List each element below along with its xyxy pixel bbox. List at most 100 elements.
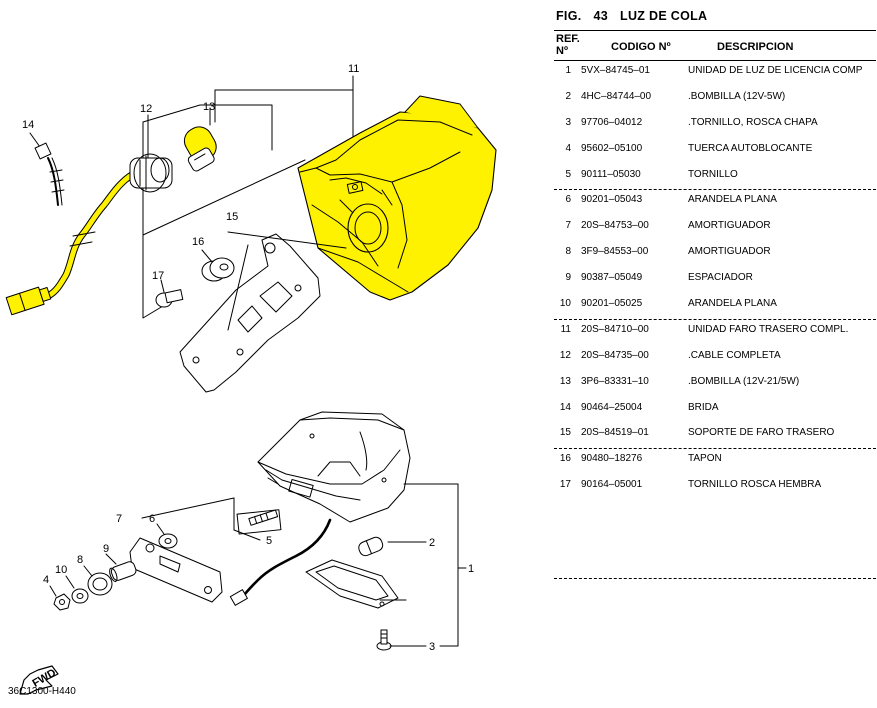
row-desc: .BOMBILLA (12V-21/5W)	[688, 375, 800, 387]
callout-15: 15	[226, 211, 238, 223]
figure-code: 36C1300-H440	[8, 686, 76, 697]
row-code: 20S–84753–00	[581, 220, 649, 232]
row-desc: TUERCA AUTOBLOCANTE	[688, 142, 813, 154]
row-desc: AMORTIGUADOR	[688, 246, 771, 258]
callout-7: 7	[116, 513, 122, 525]
row-desc: .CABLE COMPLETA	[688, 349, 781, 361]
row-code: 90480–18276	[581, 453, 643, 465]
callout-16: 16	[192, 236, 204, 248]
table-row: 11 20S–84710–00 UNIDAD FARO TRASERO COMPL.	[554, 324, 874, 350]
screw-3	[376, 629, 392, 651]
figure-title: FIG. 43 LUZ DE COLA	[556, 9, 707, 23]
washer-10	[65, 575, 89, 604]
table-header-rule	[554, 60, 876, 61]
row-ref: 9	[565, 272, 571, 284]
figure-label: FIG.	[556, 9, 582, 23]
row-code: 20S–84710–00	[581, 323, 649, 335]
row-code: 90111–05030	[581, 168, 641, 180]
bolt-5	[236, 509, 282, 535]
callout-4: 4	[43, 574, 49, 586]
row-ref: 6	[565, 194, 571, 206]
row-desc: TORNILLO ROSCA HEMBRA	[688, 479, 822, 491]
group-divider-2	[554, 319, 876, 320]
leader-lines-1-2-3	[379, 483, 467, 647]
row-ref: 4	[565, 142, 571, 154]
row-code: 5VX–84745–01	[581, 65, 650, 76]
callout-9: 9	[103, 543, 109, 555]
license-lamp-1	[305, 559, 399, 609]
row-code: 97706–04012	[581, 116, 643, 128]
tail-lamp-housing-11	[297, 95, 497, 301]
tail-lamp-stay-15	[179, 231, 347, 393]
group-divider-3	[554, 448, 876, 449]
row-desc: UNIDAD FARO TRASERO COMPL.	[688, 323, 849, 335]
header-description: DESCRIPCION	[717, 41, 794, 53]
bulb-2	[358, 536, 384, 557]
row-code: 3F9–84553–00	[581, 246, 649, 258]
row-ref: 12	[559, 349, 571, 361]
leader-lines-11	[147, 75, 354, 161]
row-desc: TAPON	[688, 453, 722, 465]
row-ref: 11	[560, 323, 571, 335]
row-desc: TORNILLO	[688, 168, 738, 180]
wiring-harness-12	[5, 153, 173, 316]
figure-number: 43	[593, 9, 609, 23]
callout-numbers: 11 12 13 14 15 16 17 7 6 5 9 8 10 4 2 1 …	[22, 63, 474, 653]
table-row: 13 3P6–83331–10 .BOMBILLA (12V-21/5W)	[554, 376, 874, 402]
table-row: 9 90387–05049 ESPACIADOR	[554, 272, 874, 298]
spacer-9	[105, 553, 137, 582]
row-ref: 16	[559, 453, 571, 465]
callout-2: 2	[429, 537, 435, 549]
callout-6: 6	[149, 513, 155, 525]
row-ref: 1	[565, 65, 571, 76]
group-divider-4	[554, 578, 876, 579]
row-desc: ARANDELA PLANA	[688, 298, 777, 310]
row-code: 90201–05025	[581, 298, 643, 310]
row-ref: 2	[565, 90, 571, 102]
license-lamp-wire	[229, 518, 332, 606]
exploded-parts-diagram: FWD 11 12 13 14 15 16 17 7 6 5 9 8 10 4 …	[5, 63, 497, 695]
row-desc: ARANDELA PLANA	[688, 194, 777, 206]
row-ref: 8	[565, 246, 571, 258]
tail-cover	[257, 411, 411, 523]
table-top-rule	[554, 30, 876, 31]
rubber-cap-16	[201, 249, 235, 282]
row-ref: 13	[559, 375, 571, 387]
callout-17: 17	[152, 270, 164, 282]
row-desc: ESPACIADOR	[688, 272, 753, 284]
row-code: 90387–05049	[581, 272, 643, 284]
row-ref: 15	[559, 427, 571, 439]
callout-10: 10	[55, 564, 67, 576]
figure-name: LUZ DE COLA	[620, 9, 708, 23]
row-desc: BRIDA	[688, 401, 719, 413]
callout-3: 3	[429, 641, 435, 653]
callout-11: 11	[348, 63, 359, 75]
row-ref: 14	[559, 401, 571, 413]
bulb-13	[183, 107, 217, 172]
callout-12: 12	[140, 103, 152, 115]
nut-4	[49, 585, 71, 611]
header-ref-line1: REF.	[556, 33, 580, 45]
row-ref: 5	[565, 168, 571, 180]
table-row: 5 90111–05030 TORNILLO	[554, 169, 874, 195]
washer-6	[156, 523, 178, 549]
callout-1: 1	[468, 563, 474, 575]
header-code: CODIGO Nº	[611, 41, 671, 53]
row-desc: AMORTIGUADOR	[688, 220, 771, 232]
row-ref: 3	[565, 116, 571, 128]
row-code: 20S–84519–01	[581, 427, 649, 439]
damper-8	[83, 565, 113, 596]
callout-14: 14	[22, 119, 34, 131]
screw-17	[155, 279, 184, 308]
row-code: 3P6–83331–10	[581, 375, 649, 387]
row-code: 4HC–84744–00	[581, 90, 652, 102]
row-desc: .BOMBILLA (12V-5W)	[688, 90, 786, 102]
table-row: 8 3F9–84553–00 AMORTIGUADOR	[554, 246, 874, 272]
